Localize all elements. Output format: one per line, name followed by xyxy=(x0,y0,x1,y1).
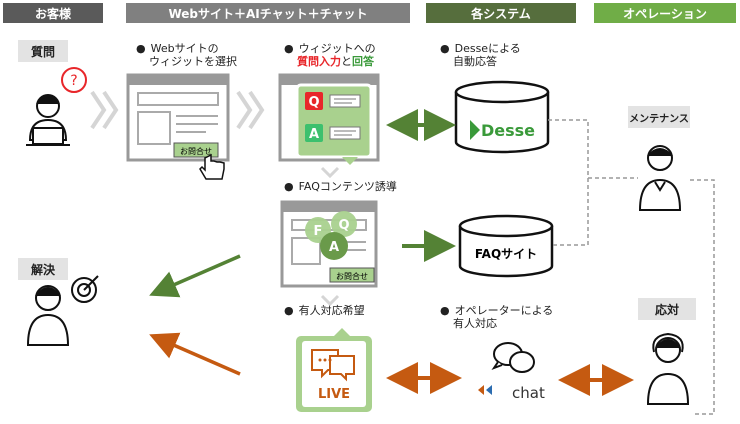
chevron-down-icon xyxy=(320,294,340,307)
question-mark-icon: ? xyxy=(61,67,87,93)
note-select-widget: ●Webサイトの ウィジットを選択 xyxy=(136,42,237,68)
chat-logo-mark xyxy=(478,385,492,395)
contact-button[interactable] xyxy=(173,142,219,158)
q-letter: Q xyxy=(308,95,319,110)
svg-text:?: ? xyxy=(70,73,77,89)
faq-bubbles-icon xyxy=(305,211,357,260)
qa-widget[interactable] xyxy=(295,83,373,165)
header-systems: 各システム xyxy=(426,3,576,23)
header-operation: オペレーション xyxy=(594,3,736,23)
faq-q-letter: Q xyxy=(338,218,349,233)
note-question-answer: ●ウィジットへの 質問入力と回答 xyxy=(284,42,376,68)
resolution-person xyxy=(26,285,70,346)
faq-site-label: FAQサイト xyxy=(475,247,537,261)
contact-button-label: お問合せ xyxy=(180,146,212,156)
faq-contact-button-label: お問合せ xyxy=(336,271,368,281)
arrow-live-resolution xyxy=(149,332,241,376)
desse-database xyxy=(454,80,550,154)
label-response: 応対 xyxy=(638,298,696,320)
note-operator: ●オペレーターによる 有人対応 xyxy=(440,304,554,330)
live-label: LIVE xyxy=(318,387,350,402)
f-letter: F xyxy=(314,224,323,239)
note-faq-guide: ●FAQコンテンツ誘導 xyxy=(284,180,397,193)
header-channel: Webサイト＋AIチャット＋チャット xyxy=(126,3,410,23)
note-desse-auto: ●Desseによる 自動応答 xyxy=(440,42,521,68)
label-question: 質問 xyxy=(18,40,68,62)
a-letter: A xyxy=(309,127,319,142)
target-icon xyxy=(71,275,99,303)
customer-question-person xyxy=(26,94,70,146)
chevron-down-icon xyxy=(320,166,340,179)
label-resolution: 解決 xyxy=(18,258,68,280)
chat-logo: chat xyxy=(512,384,545,402)
live-chat-widget[interactable] xyxy=(296,328,372,412)
note-human-request: ●有人対応希望 xyxy=(284,304,365,317)
label-maintenance: メンテナンス xyxy=(628,106,690,128)
faq-site-database xyxy=(458,214,554,278)
pointer-hand-icon xyxy=(199,153,225,180)
faq-a-letter: A xyxy=(329,240,339,255)
maintenance-person xyxy=(638,145,682,211)
desse-logo: Desse xyxy=(481,121,535,140)
response-operator-person xyxy=(646,332,690,405)
faq-contact-button[interactable] xyxy=(329,267,375,283)
chat-bubbles-icon xyxy=(491,342,535,373)
dashed-connectors xyxy=(548,119,715,415)
header-customer: お客様 xyxy=(3,3,103,23)
chevron-right-icon xyxy=(90,90,265,130)
arrow-faq-resolution xyxy=(149,254,241,298)
